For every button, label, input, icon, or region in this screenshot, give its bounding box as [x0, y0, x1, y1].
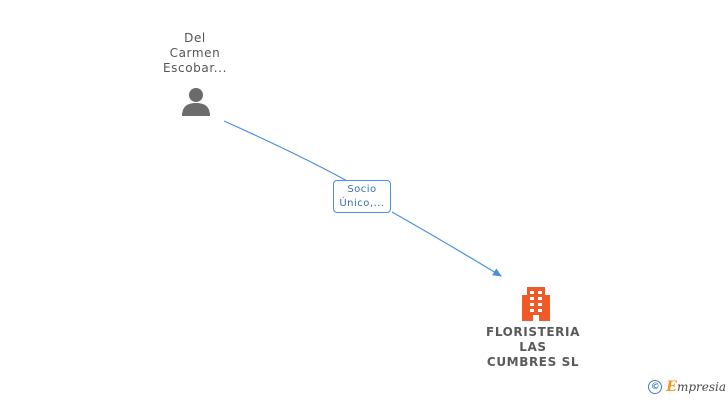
brand-initial: E [666, 379, 677, 395]
person-label-line-1: Del [184, 31, 206, 45]
brand-text: mpresia [676, 380, 726, 394]
company-label-line-3: CUMBRES SL [486, 355, 580, 369]
relation-label[interactable]: Socio Único,... [333, 180, 391, 213]
brand-logo[interactable]: Empresia [666, 379, 726, 395]
person-label-line-3: Escobar... [162, 61, 228, 75]
company-label-line-1: FLORISTERIA [486, 325, 580, 339]
person-node-label[interactable]: Del Carmen Escobar... [140, 31, 250, 76]
relation-label-line-2: Único,... [339, 198, 385, 209]
person-icon[interactable] [180, 86, 212, 118]
relation-edge [223, 120, 501, 276]
copyright-icon: © [648, 380, 663, 394]
company-node-label[interactable]: FLORISTERIA LAS CUMBRES SL [468, 325, 598, 370]
relation-label-line-1: Socio [347, 184, 377, 195]
footer-brand: © Empresia [648, 379, 726, 395]
company-building-icon[interactable] [519, 285, 553, 321]
person-label-line-2: Carmen [169, 46, 221, 60]
company-label-line-2: LAS [519, 340, 547, 354]
